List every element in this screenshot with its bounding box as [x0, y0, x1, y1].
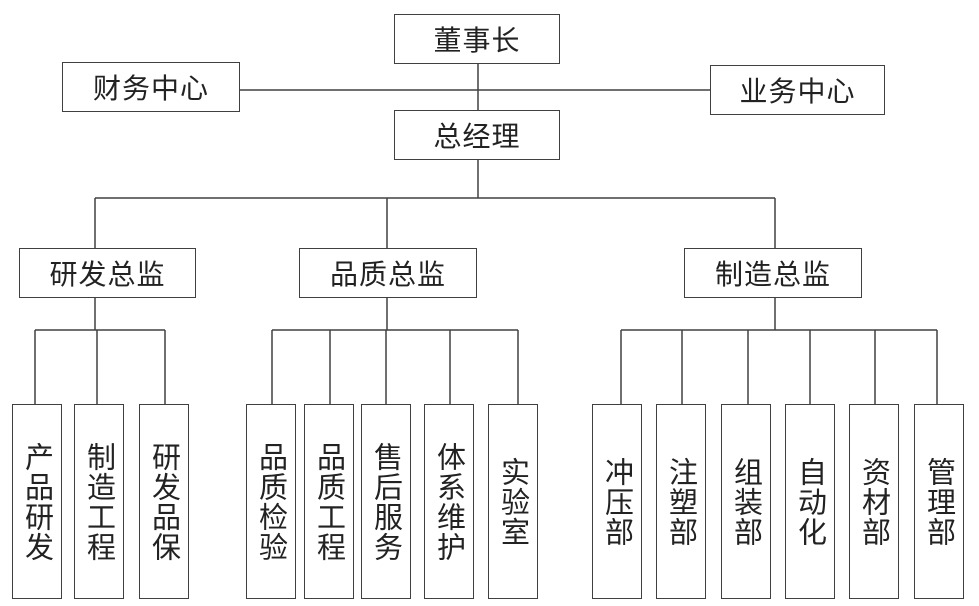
dept-label: 冲压部	[600, 456, 635, 547]
finance-center-box: 财务中心	[62, 62, 240, 112]
chairman-label: 董事长	[433, 24, 521, 57]
quality-director-label: 品质总监	[329, 258, 446, 291]
dept-label: 产品研发	[20, 441, 55, 562]
dept-box: 制造工程	[74, 404, 124, 599]
dept-box: 自动化	[785, 404, 835, 599]
dept-box: 资材部	[849, 404, 899, 599]
dept-box: 管理部	[914, 404, 964, 599]
business-center-box: 业务中心	[710, 65, 885, 115]
dept-label: 研发品保	[147, 441, 182, 562]
finance-center-label: 财务中心	[92, 72, 209, 105]
rd-director-label: 研发总监	[49, 258, 166, 291]
dept-label: 组装部	[729, 456, 764, 547]
dept-label: 品质检验	[254, 441, 289, 562]
dept-box: 品质检验	[246, 404, 296, 599]
dept-box: 品质工程	[304, 404, 354, 599]
dept-label: 管理部	[922, 456, 957, 547]
quality-director-box: 品质总监	[299, 248, 477, 298]
rd-director-box: 研发总监	[19, 248, 196, 298]
dept-label: 自动化	[793, 456, 828, 547]
dept-box: 产品研发	[12, 404, 62, 599]
manufacturing-director-box: 制造总监	[684, 248, 862, 298]
general-manager-box: 总经理	[394, 110, 560, 160]
dept-box: 组装部	[721, 404, 771, 599]
dept-label: 制造工程	[82, 441, 117, 562]
dept-box: 冲压部	[592, 404, 642, 599]
dept-box: 注塑部	[656, 404, 706, 599]
manufacturing-director-label: 制造总监	[714, 258, 831, 291]
dept-label: 品质工程	[312, 441, 347, 562]
dept-label: 实验室	[496, 456, 531, 547]
dept-box: 实验室	[488, 404, 538, 599]
dept-box: 研发品保	[139, 404, 189, 599]
dept-box: 体系维护	[424, 404, 474, 599]
dept-label: 体系维护	[432, 441, 467, 562]
dept-box: 售后服务	[361, 404, 411, 599]
dept-label: 售后服务	[369, 441, 404, 562]
general-manager-label: 总经理	[433, 120, 521, 153]
dept-label: 资材部	[857, 456, 892, 547]
dept-label: 注塑部	[664, 456, 699, 547]
chairman-box: 董事长	[394, 14, 560, 64]
business-center-label: 业务中心	[739, 75, 856, 108]
